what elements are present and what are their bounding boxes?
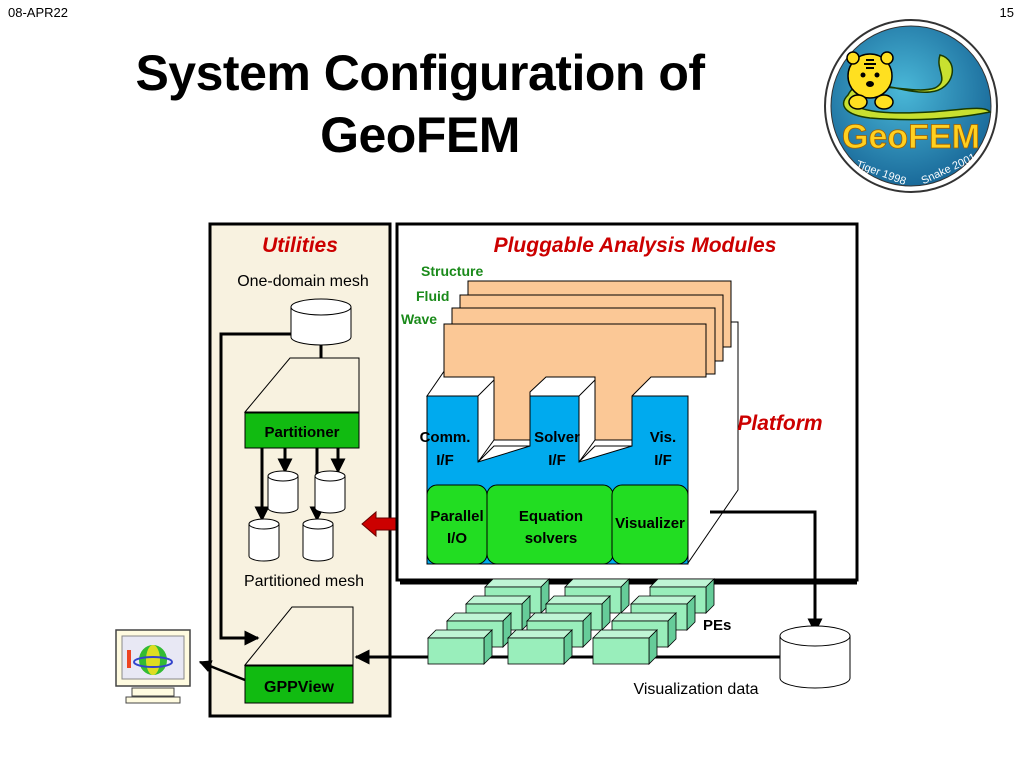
utilities-panel: Utilities One-domain mesh Partitioner bbox=[208, 222, 392, 718]
platform-label: Platform bbox=[737, 412, 822, 435]
interface-vis-line1: Vis. bbox=[650, 429, 676, 446]
title-line-1: System Configuration of bbox=[135, 45, 705, 101]
pe-cube bbox=[507, 629, 573, 665]
component-visualizer bbox=[611, 484, 689, 565]
component-equation-solvers-line1: Equation bbox=[519, 508, 583, 525]
utilities-heading: Utilities bbox=[262, 234, 338, 257]
interface-solver-line1: Solver bbox=[534, 429, 580, 446]
interface-solver-line2: I/F bbox=[548, 452, 566, 469]
analysis-modules-panel: Pluggable Analysis Modules Structure Flu… bbox=[395, 222, 859, 582]
partitioned-mesh-db-icon bbox=[302, 518, 334, 562]
gppview-label: GPPView bbox=[264, 679, 335, 696]
layer-label-structure: Structure bbox=[421, 263, 483, 279]
partitioned-mesh-db-icon bbox=[267, 470, 299, 514]
geofem-logo: GeoFEM Tiger 1998 Snake 2001 bbox=[824, 19, 998, 193]
pes-label: PEs bbox=[703, 617, 731, 634]
partitioned-mesh-label: Partitioned mesh bbox=[244, 573, 364, 590]
one-domain-mesh-label: One-domain mesh bbox=[237, 273, 369, 290]
partitioner-label: Partitioner bbox=[264, 424, 339, 441]
pe-grid bbox=[427, 578, 715, 665]
layer-label-wave: Wave bbox=[401, 311, 437, 327]
visualization-data-db-icon bbox=[779, 625, 851, 689]
interface-vis-line2: I/F bbox=[654, 452, 672, 469]
one-domain-mesh-db-icon bbox=[290, 298, 352, 346]
pe-cube bbox=[592, 629, 658, 665]
modules-heading: Pluggable Analysis Modules bbox=[494, 234, 777, 257]
slide-page-number: 15 bbox=[999, 5, 1014, 20]
partitioner-box bbox=[244, 412, 360, 449]
component-visualizer-label: Visualizer bbox=[615, 515, 685, 532]
pe-cube bbox=[427, 629, 493, 665]
component-parallel-io-line1: Parallel bbox=[430, 508, 483, 525]
monitor-icon bbox=[115, 629, 191, 704]
tiger-icon bbox=[846, 51, 894, 110]
interface-comm-line2: I/F bbox=[436, 452, 454, 469]
component-parallel-io-line2: I/O bbox=[447, 530, 467, 547]
partitioned-mesh-db-icon bbox=[314, 470, 346, 514]
partitioned-mesh-db-icon bbox=[248, 518, 280, 562]
component-equation-solvers-line2: solvers bbox=[525, 530, 578, 547]
logo-name: GeoFEM bbox=[842, 118, 980, 156]
visualization-data-label: Visualization data bbox=[633, 681, 758, 698]
slide-date: 08-APR22 bbox=[8, 5, 68, 20]
module-plate-front bbox=[443, 323, 707, 441]
gppview-box bbox=[244, 665, 354, 704]
layer-label-fluid: Fluid bbox=[416, 288, 449, 304]
title-line-2: GeoFEM bbox=[320, 107, 520, 163]
page-title: System Configuration of GeoFEM bbox=[60, 42, 780, 166]
interface-comm-line1: Comm. bbox=[420, 429, 471, 446]
